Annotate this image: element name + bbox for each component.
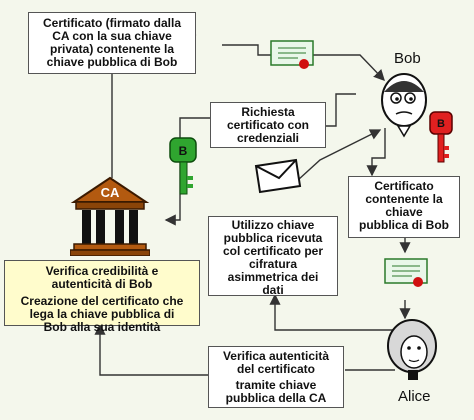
request-line: credenziali bbox=[236, 131, 300, 145]
use-key-line: pubblica ricevuta bbox=[223, 231, 323, 245]
certificate-bob-box: Certificato contenente la chiave pubblic… bbox=[348, 176, 460, 238]
create-cert-line: lega la chiave pubblica di bbox=[29, 307, 175, 321]
ca-building-icon: CA bbox=[70, 176, 150, 256]
request-line: Richiesta bbox=[241, 105, 295, 119]
certificate-bob-line: pubblica di Bob bbox=[359, 218, 449, 232]
create-cert-line: Bob alla sua identità bbox=[43, 320, 161, 334]
certificate-bob-line: chiave bbox=[385, 205, 423, 219]
certificate-bob-line: contenente la bbox=[365, 192, 443, 206]
verify-alice-box: Verifica autenticità del certificato tra… bbox=[208, 346, 344, 408]
certificate-signed-box: Certificato (firmato dalla CA con la sua… bbox=[28, 12, 196, 74]
request-line: certificato con bbox=[226, 118, 310, 132]
use-key-line: cifratura bbox=[248, 257, 298, 271]
red-key-label: B bbox=[437, 118, 445, 130]
arrow-bob-to-cert bbox=[366, 128, 386, 177]
certificate-signed-line: privata) contenente la bbox=[49, 42, 175, 56]
verify-ca-line: Verifica credibilità e bbox=[45, 264, 159, 278]
ca-actions-box: Verifica credibilità e autenticità di Bo… bbox=[4, 260, 200, 334]
verify-alice-line: pubblica della CA bbox=[225, 391, 327, 405]
arrow-alice-to-use bbox=[269, 293, 395, 331]
certificate-icon bbox=[384, 258, 428, 287]
certificate-bob-line: Certificato bbox=[374, 179, 434, 193]
red-key-icon: B bbox=[429, 111, 453, 163]
bob-avatar-icon bbox=[381, 73, 427, 138]
arrow-bob-request bbox=[326, 93, 356, 127]
verify-alice-line: Verifica autenticità bbox=[222, 349, 330, 363]
use-key-line: col certificato per bbox=[222, 244, 324, 258]
bob-name: Bob bbox=[394, 50, 421, 67]
use-key-line: asimmetrica dei bbox=[227, 270, 319, 284]
ca-label: CA bbox=[101, 185, 120, 200]
use-key-line: Utilizzo chiave bbox=[231, 218, 315, 232]
green-key-label: B bbox=[179, 144, 188, 158]
envelope-icon bbox=[254, 158, 302, 194]
certificate-icon bbox=[270, 40, 314, 69]
certificate-signed-line: Certificato (firmato dalla bbox=[42, 16, 182, 30]
certificate-signed-line: CA con la sua chiave bbox=[52, 29, 172, 43]
verify-alice-line: tramite chiave bbox=[235, 378, 317, 392]
certificate-signed-line: chiave pubblica di Bob bbox=[46, 55, 178, 69]
green-key-icon: B bbox=[169, 137, 197, 195]
request-box: Richiesta certificato con credenziali bbox=[210, 102, 326, 148]
use-key-line: dati bbox=[262, 283, 284, 297]
arrow-envelope-to-bob bbox=[297, 129, 382, 181]
verify-alice-line: del certificato bbox=[236, 362, 316, 376]
verify-ca-line: autenticità di Bob bbox=[51, 277, 153, 291]
alice-name: Alice bbox=[398, 388, 431, 405]
alice-avatar-icon bbox=[387, 319, 437, 380]
create-cert-line: Creazione del certificato che bbox=[20, 294, 184, 308]
use-key-box: Utilizzo chiave pubblica ricevuta col ce… bbox=[208, 216, 338, 297]
